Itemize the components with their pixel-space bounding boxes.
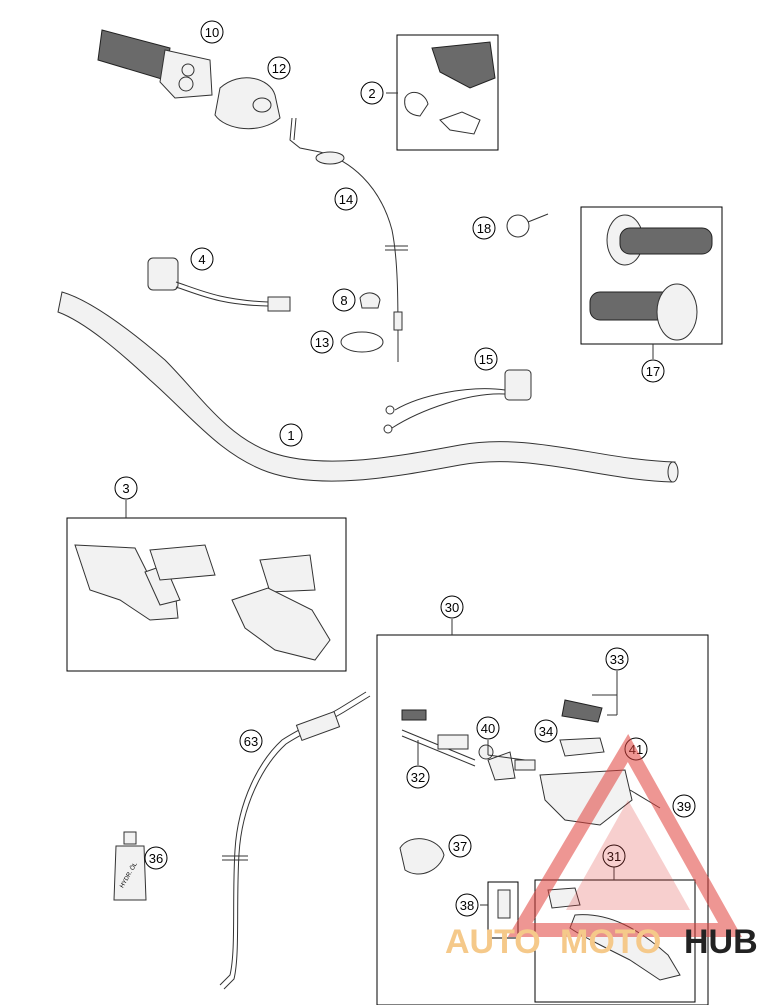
callout-3: 3 [114,476,138,500]
callout-18: 18 [472,216,496,240]
callout-8: 8 [332,288,356,312]
callout-2: 2 [360,81,384,105]
callout-label: 32 [411,770,425,785]
o-ring [340,331,384,353]
callout-label: 4 [198,252,205,267]
kill-switch [147,257,291,312]
callout-label: 8 [340,293,347,308]
callout-40: 40 [476,716,500,740]
callout-30: 30 [440,595,464,619]
callout-34: 34 [534,719,558,743]
callout-32: 32 [406,765,430,789]
throttle-grip [97,29,213,99]
callout-17: 17 [641,359,665,383]
watermark-text-auto: AUTO [445,923,541,961]
leader-lines [125,92,654,906]
hose-clip [506,213,549,238]
callout-label: 17 [646,364,660,379]
watermark-text-hub: HUB [684,923,758,961]
callout-label: 63 [244,734,258,749]
watermark-text-moto: MOTO [560,923,661,961]
hydraulic-oil-bottle: HYDR. ÖL [113,831,147,901]
light-switch [383,369,532,434]
callout-label: 33 [610,652,624,667]
callout-label: 18 [477,221,491,236]
watermark: AUTO MOTO HUB [445,733,758,961]
callout-4: 4 [190,247,214,271]
callout-label: 37 [453,839,467,854]
callout-label: 1 [287,428,294,443]
callout-33: 33 [605,647,629,671]
watermark-triangle-logo [507,733,742,937]
callout-label: 34 [539,724,553,739]
callout-10: 10 [200,20,224,44]
clutch-hose [219,691,371,990]
clutch-assembly-box [376,634,709,1005]
callout-label: 39 [677,799,691,814]
callout-label: 12 [272,61,286,76]
handguard-box [66,517,347,672]
grip-set-box [580,206,723,345]
switch-box-2 [396,34,499,151]
callout-1: 1 [279,423,303,447]
callout-label: 14 [339,192,353,207]
callout-label: 30 [445,600,459,615]
callout-37: 37 [448,834,472,858]
callout-63: 63 [239,729,263,753]
callout-label: 15 [479,352,493,367]
callout-38: 38 [455,893,479,917]
callout-label: 31 [607,849,621,864]
callout-label: 10 [205,25,219,40]
callout-36: 36 [144,846,168,870]
callout-39: 39 [672,794,696,818]
callout-15: 15 [474,347,498,371]
callout-label: 40 [481,721,495,736]
throttle-cover [214,77,281,130]
callout-13: 13 [310,330,334,354]
callout-label: 3 [122,481,129,496]
callout-12: 12 [267,56,291,80]
throttle-cable [289,117,408,362]
callout-14: 14 [334,187,358,211]
handlebar [57,291,679,483]
callout-label: 2 [368,86,375,101]
cable-clip [359,292,381,309]
callout-31: 31 [602,844,626,868]
callout-label: 38 [460,898,474,913]
callout-label: 13 [315,335,329,350]
callout-label: 36 [149,851,163,866]
